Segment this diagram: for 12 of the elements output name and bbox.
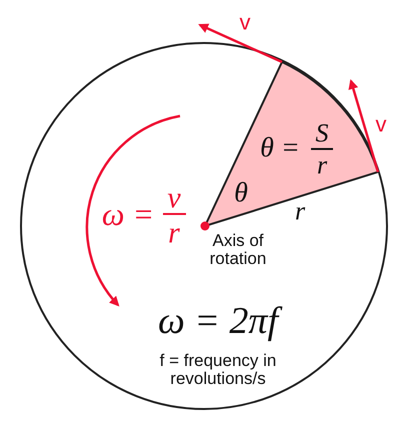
angle-symbol: θ: [234, 178, 248, 208]
angular-velocity-formula: ω =: [102, 198, 154, 232]
formula-denominator: r: [168, 217, 180, 249]
formula-numerator: v: [167, 182, 181, 214]
radius-label: r: [294, 197, 306, 225]
velocity-label: v: [376, 112, 386, 136]
formula-denominator: r: [316, 151, 328, 179]
velocity-label: v: [240, 10, 250, 34]
formula-numerator: S: [316, 119, 328, 147]
axis-label: Axis of rotation: [208, 232, 268, 268]
angle-formula: θ =: [260, 133, 300, 163]
frequency-note: f = frequency in revolutions/s: [158, 352, 278, 388]
